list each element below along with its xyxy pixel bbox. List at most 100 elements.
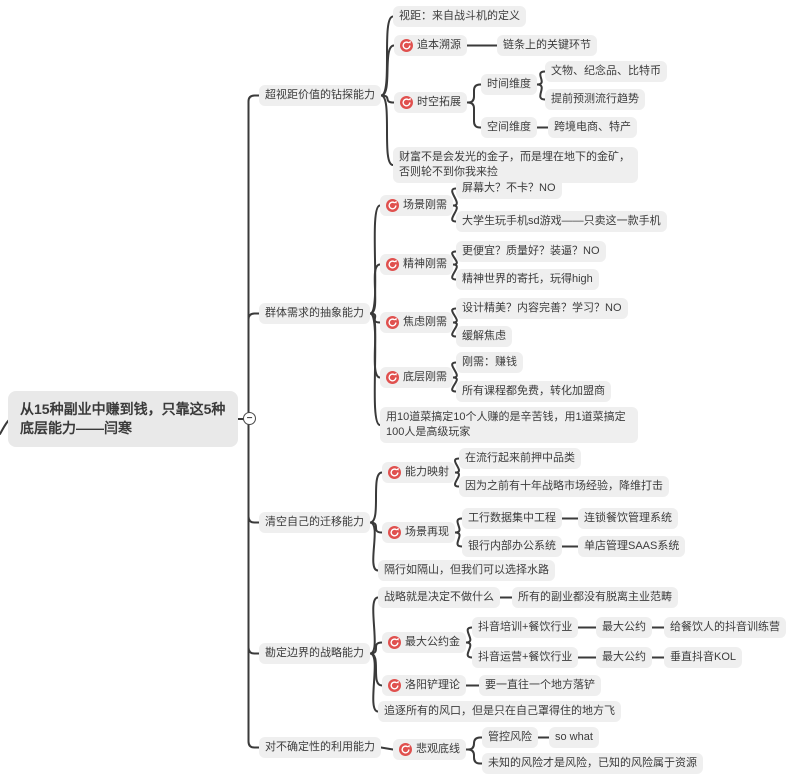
- node-label: 最大公约金: [405, 636, 460, 648]
- connector-line: [380, 94, 394, 166]
- subtopic-node[interactable]: 最大公约金: [382, 632, 466, 653]
- subtopic-node[interactable]: 管控风险: [482, 727, 538, 748]
- subtopic-node[interactable]: 缓解焦虑: [456, 326, 512, 347]
- node-label: 精神世界的寄托，玩得high: [462, 273, 593, 285]
- topic-group-demand[interactable]: 群体需求的抽象能力: [259, 303, 370, 324]
- node-label: 财富不是会发光的金子，而是埋在地下的金矿，否则轮不到你我来捡: [399, 151, 630, 178]
- subtopic-node[interactable]: 连锁餐饮管理系统: [578, 508, 678, 529]
- topic-beyond-visual-range[interactable]: 超视距价值的钻探能力: [259, 85, 381, 106]
- subtopic-node[interactable]: 抖音培训+餐饮行业: [472, 617, 579, 638]
- connector-line: [454, 471, 460, 488]
- subtopic-node[interactable]: 刚需：赚钱: [456, 352, 523, 373]
- subtopic-node[interactable]: 文物、纪念品、比特币: [545, 61, 667, 82]
- node-label: 工行数据集中工程: [468, 512, 556, 524]
- node-label: 超视距价值的钻探能力: [265, 89, 375, 101]
- connector-line: [454, 517, 463, 534]
- subtopic-node[interactable]: 链条上的关键环节: [497, 35, 597, 56]
- task-marker-icon: [399, 743, 412, 756]
- root-topic[interactable]: 从15种副业中赚到钱，只靠这5种底层能力——闫寒: [8, 391, 238, 447]
- task-marker-icon: [386, 316, 399, 329]
- node-label: 抖音运营+餐饮行业: [478, 651, 573, 663]
- task-marker-icon: [400, 96, 413, 109]
- connector-line: [454, 531, 463, 548]
- subtopic-node[interactable]: 单店管理SAAS系统: [578, 536, 686, 557]
- subtopic-node[interactable]: 更便宜？质量好？装逼？NO: [456, 241, 606, 262]
- node-label: 连锁餐饮管理系统: [584, 512, 672, 524]
- topic-transfer-ability[interactable]: 清空自己的迁移能力: [259, 512, 370, 533]
- connector-line: [466, 83, 482, 104]
- subtopic-node[interactable]: 底层刚需: [380, 367, 453, 388]
- connector-line: [369, 521, 379, 572]
- subtopic-node[interactable]: 洛阳铲理论: [382, 675, 466, 696]
- task-marker-icon: [400, 39, 413, 52]
- connector-line: [451, 263, 458, 281]
- node-label: 最大公约: [602, 621, 646, 633]
- subtopic-node[interactable]: 银行内部办公系统: [462, 536, 562, 557]
- subtopic-node[interactable]: 在流行起来前押中品类: [459, 448, 581, 469]
- subtopic-node[interactable]: 追本溯源: [394, 35, 467, 56]
- subtopic-note[interactable]: 隔行如隔山，但我们可以选择水路: [378, 560, 555, 581]
- subtopic-node[interactable]: 跨境电商、特产: [548, 117, 637, 138]
- topic-strategy-boundary[interactable]: 勘定边界的战略能力: [259, 643, 370, 664]
- subtopic-node[interactable]: 战略就是决定不做什么: [378, 587, 500, 608]
- node-label: 给餐饮人的抖音训练营: [670, 621, 780, 633]
- subtopic-node[interactable]: 最大公约: [596, 617, 652, 638]
- node-label: 清空自己的迁移能力: [265, 516, 364, 528]
- subtopic-node[interactable]: 场景再现: [382, 522, 455, 543]
- subtopic-node[interactable]: 提前预测流行趋势: [545, 89, 645, 110]
- subtopic-note[interactable]: 用10道菜搞定10个人赚的是辛苦钱，用1道菜搞定100人是高级玩家: [380, 407, 638, 443]
- subtopic-node[interactable]: 设计精美？内容完善？学习？NO: [456, 298, 628, 319]
- connector-line: [451, 321, 458, 338]
- connector-line: [465, 641, 473, 659]
- node-label: 洛阳铲理论: [405, 679, 460, 691]
- subtopic-node[interactable]: 所有课程都免费，转化加盟商: [456, 381, 611, 402]
- node-label: 对不确定性的利用能力: [265, 741, 375, 753]
- connector-line: [369, 263, 381, 315]
- subtopic-node[interactable]: 所有的副业都没有脱离主业范畴: [512, 587, 678, 608]
- subtopic-node[interactable]: 空间维度: [481, 117, 537, 138]
- subtopic-node[interactable]: 给餐饮人的抖音训练营: [664, 617, 786, 638]
- task-marker-icon: [386, 371, 399, 384]
- subtopic-node[interactable]: 未知的风险才是风险，已知的风险属于资源: [482, 753, 703, 774]
- subtopic-node[interactable]: 屏幕大？不卡？NO: [456, 178, 562, 199]
- subtopic-node[interactable]: 最大公约: [596, 647, 652, 668]
- subtopic-node[interactable]: 精神刚需: [380, 254, 453, 275]
- subtopic-node[interactable]: 时空拓展: [394, 92, 467, 113]
- task-marker-icon: [386, 199, 399, 212]
- subtopic-node[interactable]: 精神世界的寄托，玩得high: [456, 269, 599, 290]
- node-label: 空间维度: [487, 121, 531, 133]
- minus-icon: −: [246, 412, 253, 424]
- subtopic-note[interactable]: 追逐所有的风口，但是只在自己罩得住的地方飞: [378, 701, 621, 722]
- node-label: 银行内部办公系统: [468, 540, 556, 552]
- subtopic-node[interactable]: 因为之前有十年战略市场经验，降维打击: [459, 476, 669, 497]
- connector-line: [369, 312, 381, 426]
- node-label: 最大公约: [602, 651, 646, 663]
- connector-line: [380, 746, 394, 751]
- subtopic-node[interactable]: 要一直往一个地方落铲: [479, 675, 601, 696]
- collapse-toggle[interactable]: −: [243, 412, 256, 425]
- subtopic-node[interactable]: 能力映射: [382, 462, 455, 483]
- node-label: 追逐所有的风口，但是只在自己罩得住的地方飞: [384, 705, 615, 717]
- subtopic-node[interactable]: 视距：来自战斗机的定义: [393, 6, 526, 27]
- subtopic-note[interactable]: 财富不是会发光的金子，而是埋在地下的金矿，否则轮不到你我来捡: [393, 147, 638, 183]
- subtopic-node[interactable]: 时间维度: [481, 74, 537, 95]
- node-label: 底层刚需: [403, 371, 447, 383]
- subtopic-node[interactable]: 焦虑刚需: [380, 312, 453, 333]
- connector-line: [536, 83, 546, 101]
- subtopic-node[interactable]: 抖音运营+餐饮行业: [472, 647, 579, 668]
- connector-line: [451, 376, 458, 393]
- topic-uncertainty[interactable]: 对不确定性的利用能力: [259, 737, 381, 758]
- node-label: 抖音培训+餐饮行业: [478, 621, 573, 633]
- subtopic-node[interactable]: 工行数据集中工程: [462, 508, 562, 529]
- subtopic-node[interactable]: 场景刚需: [380, 195, 453, 216]
- connector-line: [536, 70, 546, 86]
- node-label: 战略就是决定不做什么: [384, 591, 494, 603]
- node-label: 要一直往一个地方落铲: [485, 679, 595, 691]
- connector-line: [237, 418, 260, 749]
- subtopic-node[interactable]: 大学生玩手机sd游戏——只卖这一款手机: [456, 211, 667, 232]
- connector-line: [380, 44, 395, 97]
- task-marker-icon: [388, 466, 401, 479]
- subtopic-node[interactable]: so what: [549, 727, 599, 748]
- subtopic-node[interactable]: 垂直抖音KOL: [664, 647, 743, 668]
- subtopic-node[interactable]: 悲观底线: [393, 739, 466, 760]
